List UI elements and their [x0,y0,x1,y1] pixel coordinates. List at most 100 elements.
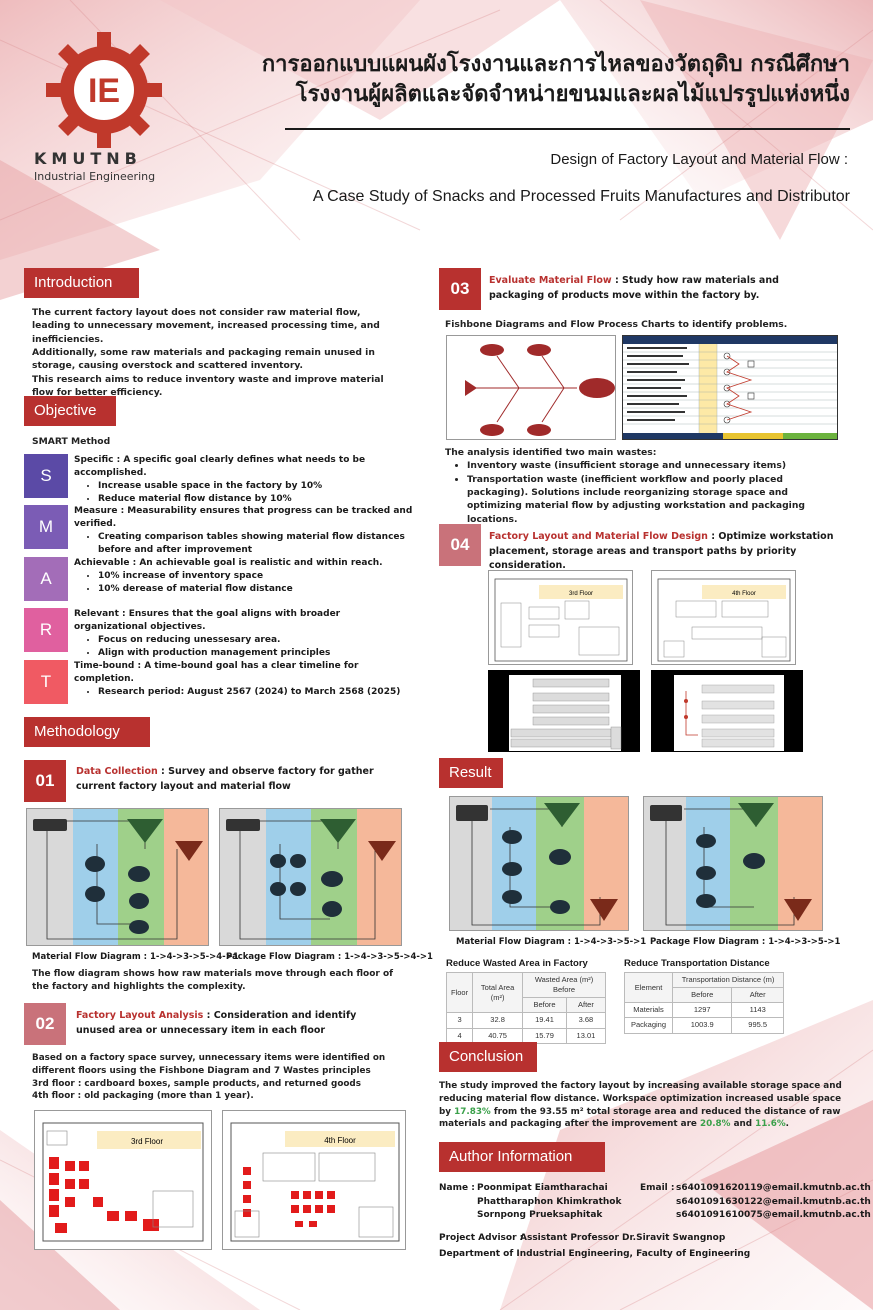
table-header: Floor [445,971,474,1014]
table-cell: 3.68 [565,1012,607,1029]
floor-plan-4th-before: 4th Floor [222,1110,406,1250]
material-flow-caption-before: Material Flow Diagram : 1->4->3->5->4->1 [32,952,239,962]
table-row: Materials 1297 1143 [623,1002,784,1019]
analysis-lead: The analysis identified two main wastes: [445,447,657,458]
objective-heading: Objective [24,396,116,426]
conclusion-pct-space: 17.83% [454,1106,491,1117]
table-header: Before [672,987,733,1004]
introduction-paragraph: The current factory layout does not cons… [32,307,380,345]
swimlane-diagram [220,809,401,945]
package-flow-caption-before: Package Flow Diagram : 1->4->3->5->4->1 [226,952,433,962]
author-email: s6401091610075@email.kmutnb.ac.th [676,1210,871,1220]
step-01-note: The flow diagram shows how raw materials… [32,969,394,993]
step-01-badge: 01 [24,760,66,802]
author-email: s6401091630122@email.kmutnb.ac.th [676,1196,871,1207]
table-cell: Materials [623,1002,674,1019]
transport-distance-table-title: Reduce Transportation Distance [624,958,770,969]
introduction-paragraph: This research aims to reduce inventory w… [32,373,384,399]
floor-plan-3rd-before: 3rd Floor [34,1110,212,1250]
logo-text: IE [88,72,120,110]
package-flow-caption-after: Package Flow Diagram : 1->4->3->5->1 [650,937,841,947]
step-02-title: Factory Layout Analysis : Consideration … [76,1009,396,1038]
table-cell: 40.75 [472,1027,524,1044]
smart-letter-r: R [24,608,68,652]
english-title-line2: A Case Study of Snacks and Processed Fru… [312,188,850,205]
advisor-name: Assistant Professor Dr.Siravit Swangnop [520,1233,726,1243]
smart-body-a: Achievable : An achievable goal is reali… [74,557,414,596]
conclusion-text-d: . [785,1119,789,1130]
plan-label: 4th Floor [732,591,756,597]
kmutnb-ie-logo: IE KMUTNB Industrial Engineering [14,30,164,190]
smart-row-r: R Relevant : Ensures that the goal align… [24,608,414,658]
smart-body-m: Measure : Measurability ensures that pro… [74,505,414,557]
table-cell: 995.5 [731,1017,784,1034]
table-header: Total Area (m²) [472,971,524,1014]
table-cell: 4 [445,1027,474,1044]
thai-title: การออกแบบแผนผังโรงงานและการไหลของวัตถุดิ… [200,50,850,109]
smart-row-t: T Time-bound : A time-bound goal has a c… [24,660,414,704]
step-04-badge: 04 [439,524,481,566]
methodology-heading: Methodology [24,717,150,747]
author-name: Sornpong Prueksaphitak [477,1210,603,1220]
rack-grid [489,671,639,751]
step-02-title-rest: : Consideration and identify unused area… [76,1010,357,1036]
wasted-area-table-title: Reduce Wasted Area in Factory [446,958,588,969]
package-flow-diagram-after [643,796,823,931]
smart-title: Time-bound : A time-bound goal has a cle… [74,661,359,685]
smart-title: Relevant : Ensures that the goal aligns … [74,609,341,633]
author-email-label: Email : [640,1183,675,1193]
step-01-title-red: Data Collection [76,766,158,777]
advisor-label: Project Advisor : [439,1233,524,1243]
author-email: s6401091620119@email.kmutnb.ac.th [676,1183,871,1193]
author-emails: s6401091620119@email.kmutnb.ac.th s64010… [676,1182,871,1223]
author-name: Poonmipat Eiamtharachai [477,1183,608,1193]
title-divider [285,128,850,130]
step-02-title-red: Factory Layout Analysis [76,1010,204,1021]
step-02-paragraph: 3rd floor : cardboard boxes, sample prod… [32,1078,361,1089]
conclusion-heading: Conclusion [439,1042,537,1072]
brand-sub: Industrial Engineering [34,170,156,183]
table-cell: 32.8 [472,1012,524,1029]
analysis-bullet: Inventory waste (insufficient storage an… [467,459,845,472]
table-cell: 3 [445,1012,474,1029]
department: Department of Industrial Engineering, Fa… [439,1249,751,1259]
author-names: Poonmipat Eiamtharachai Phattharaphon Kh… [477,1182,621,1223]
step-03-title-rest: : Study how raw materials and packaging … [489,275,779,301]
material-flow-diagram-after [449,796,629,931]
author-heading: Author Information [439,1142,605,1172]
step-02-badge: 02 [24,1003,66,1045]
fishbone-chart [465,344,615,436]
table-header: Before [522,997,567,1014]
table-header: Wasted Area (m²) Before [522,971,606,999]
step-04-title: Factory Layout and Material Flow Design … [489,530,851,574]
smart-bullet: 10% increase of inventory space [98,570,414,583]
step-03-analysis: The analysis identified two main wastes:… [445,446,845,526]
fishbone-diagram [446,335,616,440]
brand-name: KMUTNB [34,149,142,168]
floor-plan: 3rd Floor [42,1122,204,1242]
smart-title: Achievable : An achievable goal is reali… [74,558,383,568]
smart-body-s: Specific : A specific goal clearly defin… [74,454,414,506]
step-03-title: Evaluate Material Flow : Study how raw m… [489,274,799,303]
smart-method-label: SMART Method [32,436,111,447]
swimlane-diagram [644,797,822,930]
floor-plan: 4th Floor [657,578,791,662]
introduction-text: The current factory layout does not cons… [32,306,392,399]
smart-bullet: Align with production management princip… [98,647,414,660]
smart-body-r: Relevant : Ensures that the goal aligns … [74,608,414,660]
table-cell: 1003.9 [672,1017,733,1034]
conclusion-pct-material: 20.8% [699,1119,731,1130]
step-03-title-red: Evaluate Material Flow [489,275,612,286]
table-cell: 1143 [731,1002,784,1019]
english-title-line1: Design of Factory Layout and Material Fl… [550,151,848,168]
conclusion-text-c: and [730,1119,756,1130]
step-04-title-red: Factory Layout and Material Flow Design [489,531,708,542]
step-02-paragraph: 4th floor : old packaging (more than 1 y… [32,1091,254,1102]
plan-label: 3rd Floor [569,591,593,597]
smart-letter-a: A [24,557,68,601]
step-02-paragraph: Based on a factory space survey, unneces… [32,1053,386,1076]
smart-bullet: Research period: August 2567 (2024) to M… [98,686,414,699]
smart-bullet: Focus on reducing unessesary area. [98,634,414,647]
author-name: Phattharaphon Khimkrathok [477,1196,622,1207]
table-cell: 1297 [672,1002,733,1019]
